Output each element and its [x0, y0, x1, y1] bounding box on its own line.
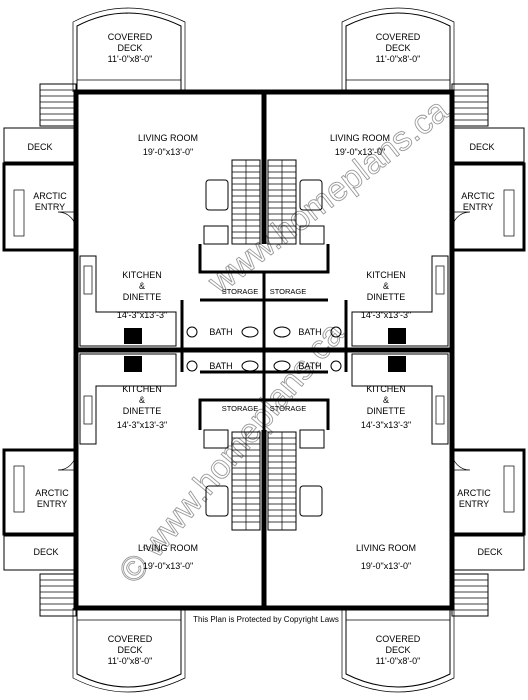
kitchen-dim: 14'-3"x13'-3"	[361, 420, 411, 430]
kitchen-label-dinette: DINETTE	[123, 406, 162, 416]
copyright-note: This Plan is Protected by Copyright Laws	[193, 615, 339, 624]
arctic-entry-label: ARCTIC	[461, 191, 495, 201]
covered-deck-dim: 11'-0"x8'-0"	[376, 54, 421, 64]
living-room-label: LIVING ROOM	[138, 543, 198, 553]
kitchen-label-dinette: DINETTE	[367, 292, 406, 302]
covered-deck-dim: 11'-0"x8'-0"	[376, 656, 421, 666]
storage-label: STORAGE	[222, 404, 259, 413]
kitchen-label-dinette: DINETTE	[123, 292, 162, 302]
arctic-entry-label: ARCTIC	[457, 488, 491, 498]
living-room-fixtures	[205, 179, 323, 517]
arctic-entry-label-2: ENTRY	[35, 202, 65, 212]
bath-label: BATH	[298, 361, 321, 371]
storage-label: STORAGE	[270, 404, 307, 413]
covered-deck-label: COVERED	[376, 634, 421, 644]
deck-label: DECK	[27, 142, 52, 152]
kitchen-label-amp: &	[383, 395, 389, 405]
arctic-entry-label-2: ENTRY	[463, 202, 493, 212]
covered-deck-label: COVERED	[376, 32, 421, 42]
covered-deck-label: COVERED	[108, 32, 153, 42]
storage-bath-core	[180, 225, 348, 449]
covered-deck-label-2: DECK	[385, 43, 410, 53]
kitchen-dim: 14'-3"x13'-3"	[117, 420, 167, 430]
kitchen-label: KITCHEN	[122, 384, 162, 394]
deck-label: DECK	[33, 547, 58, 557]
covered-deck-dim: 11'-0"x8'-0"	[108, 54, 153, 64]
bath-label: BATH	[209, 327, 232, 337]
kitchen-dim: 14'-3"x13'-3"	[361, 310, 411, 320]
covered-deck-bottom-right	[341, 608, 455, 693]
living-room-dim: 19'-0"x13'-0"	[143, 147, 193, 157]
arctic-entry-label: ARCTIC	[33, 191, 67, 201]
kitchen-label-amp: &	[139, 281, 145, 291]
bath-label: BATH	[209, 361, 232, 371]
covered-deck-top-left	[72, 7, 186, 92]
covered-deck-dim: 11'-0"x8'-0"	[108, 656, 153, 666]
kitchen-label-amp: &	[383, 281, 389, 291]
deck-label: DECK	[469, 142, 494, 152]
arctic-entry-label: ARCTIC	[35, 488, 69, 498]
kitchen-label: KITCHEN	[122, 270, 162, 280]
living-room-dim: 19'-0"x13'-0"	[143, 561, 193, 571]
unit-top-left: COVERED DECK 11'-0"x8'-0" DECK ARCTIC EN…	[27, 32, 258, 337]
covered-deck-label-2: DECK	[117, 43, 142, 53]
covered-deck-bottom-left	[72, 608, 186, 693]
kitchen-counters	[79, 255, 449, 445]
interior-stairs	[231, 159, 297, 531]
kitchen-dim: 14'-3"x13'-3"	[117, 310, 167, 320]
living-room-dim: 19'-0"x13'-0"	[361, 561, 411, 571]
arctic-entry-label-2: ENTRY	[37, 499, 67, 509]
arctic-entries	[2, 162, 526, 536]
covered-deck-label: COVERED	[108, 634, 153, 644]
unit-bottom-left: COVERED DECK 11'-0"x8'-0" DECK ARCTIC EN…	[33, 361, 258, 666]
unit-bottom-right: COVERED DECK 11'-0"x8'-0" DECK ARCTIC EN…	[270, 361, 503, 666]
covered-deck-label-2: DECK	[117, 645, 142, 655]
covered-deck-label-2: DECK	[385, 645, 410, 655]
kitchen-label-amp: &	[139, 395, 145, 405]
arctic-entry-label-2: ENTRY	[459, 499, 489, 509]
unit-top-right: COVERED DECK 11'-0"x8'-0" DECK ARCTIC EN…	[270, 32, 496, 337]
kitchen-label: KITCHEN	[366, 384, 406, 394]
storage-label: STORAGE	[270, 287, 307, 296]
deck-label: DECK	[477, 547, 502, 557]
living-room-label: LIVING ROOM	[330, 133, 390, 143]
storage-label: STORAGE	[222, 287, 259, 296]
living-room-dim: 19'-0"x13'-0"	[335, 147, 385, 157]
exterior-stairs	[39, 83, 489, 617]
covered-deck-top-right	[341, 7, 455, 92]
living-room-label: LIVING ROOM	[356, 543, 416, 553]
kitchen-label-dinette: DINETTE	[367, 406, 406, 416]
living-room-label: LIVING ROOM	[138, 133, 198, 143]
kitchen-label: KITCHEN	[366, 270, 406, 280]
bath-label: BATH	[298, 327, 321, 337]
